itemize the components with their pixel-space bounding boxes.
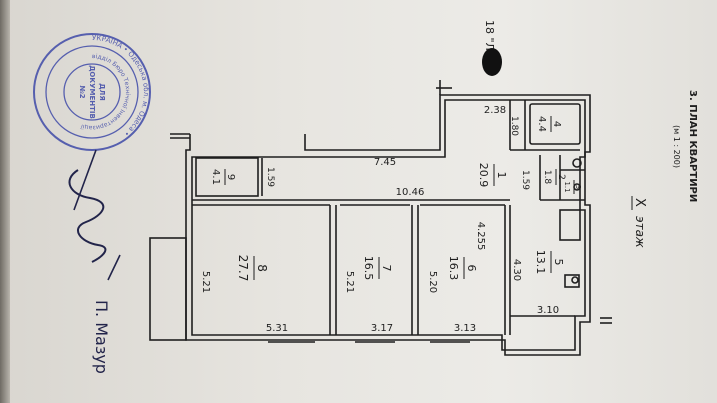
dim-7-45: 7.45	[374, 157, 396, 168]
round-stamp: УКРАЇНА • Одеська обл. м. Одеса • відділ…	[33, 33, 151, 151]
plan-scale: (м 1 : 200)	[672, 125, 681, 168]
top-mark: 18 "Л"	[483, 20, 496, 56]
room-7-number: 7	[380, 265, 393, 272]
signature-name: П. Мазур	[92, 300, 111, 374]
dim-5-21-b: 5.21	[344, 271, 355, 293]
stamp-center-line-1: ДЛЯ	[98, 83, 106, 100]
dim-4-255: 4.255	[475, 222, 486, 251]
plan-header: 3. ПЛАН КВАРТИРИ (м 1 : 200) X этаж 18 "…	[482, 20, 698, 248]
room-6-area: 16.3	[447, 256, 460, 281]
room-8-number: 8	[255, 264, 269, 272]
dim-3-10: 3.10	[537, 305, 559, 316]
dimension-labels: 7.45 10.46 2.38 1.80 1.59 1.59 4.255 4.3…	[200, 105, 559, 334]
plan-walls	[149, 80, 612, 356]
room-6-number: 6	[465, 265, 478, 272]
dim-5-31: 5.31	[266, 323, 288, 334]
floor-number: X	[632, 198, 647, 207]
dim-3-13: 3.13	[454, 323, 476, 334]
dim-10-46: 10.46	[396, 187, 425, 198]
room-8-area: 27.7	[236, 255, 250, 282]
dim-5-21-a: 5.21	[200, 271, 211, 293]
dim-1-59-right: 1.59	[520, 170, 530, 190]
redaction-blot	[482, 48, 502, 76]
dim-1-80: 1.80	[509, 116, 519, 136]
stamp-center-line-2: ДОКУМЕНТІВ	[88, 65, 96, 119]
room-labels: 1 20.9 2 1.8 3 1.1 4 4.4	[210, 116, 582, 281]
dim-2-38: 2.38	[484, 105, 506, 116]
room-5-area: 13.1	[534, 250, 547, 275]
room-2-area: 1.8	[542, 170, 552, 185]
floor-word: этаж	[633, 216, 647, 248]
room-4-area: 4.4	[536, 116, 547, 132]
room-7-area: 16.5	[362, 256, 375, 281]
room-1-number: 1	[495, 172, 508, 179]
dim-3-17: 3.17	[371, 323, 393, 334]
room-3-area: 1.1	[563, 181, 571, 192]
stamp-center-line-3: №2	[78, 85, 86, 98]
room-1-area: 20.9	[477, 163, 490, 188]
dim-1-59-left: 1.59	[265, 167, 275, 187]
room-9-area: 4.1	[210, 169, 221, 185]
plan-title: 3. ПЛАН КВАРТИРИ	[687, 90, 698, 202]
room-2-number: 2	[556, 174, 566, 180]
room-4-number: 4	[551, 121, 562, 127]
room-3-number: 3	[574, 185, 582, 189]
dim-4-30: 4.30	[511, 259, 522, 281]
signature: П. Мазур	[68, 149, 121, 374]
paper-edge-shadow	[0, 0, 10, 403]
room-5-number: 5	[552, 259, 565, 266]
dim-5-20: 5.20	[427, 271, 438, 293]
room-9-number: 9	[225, 174, 236, 180]
